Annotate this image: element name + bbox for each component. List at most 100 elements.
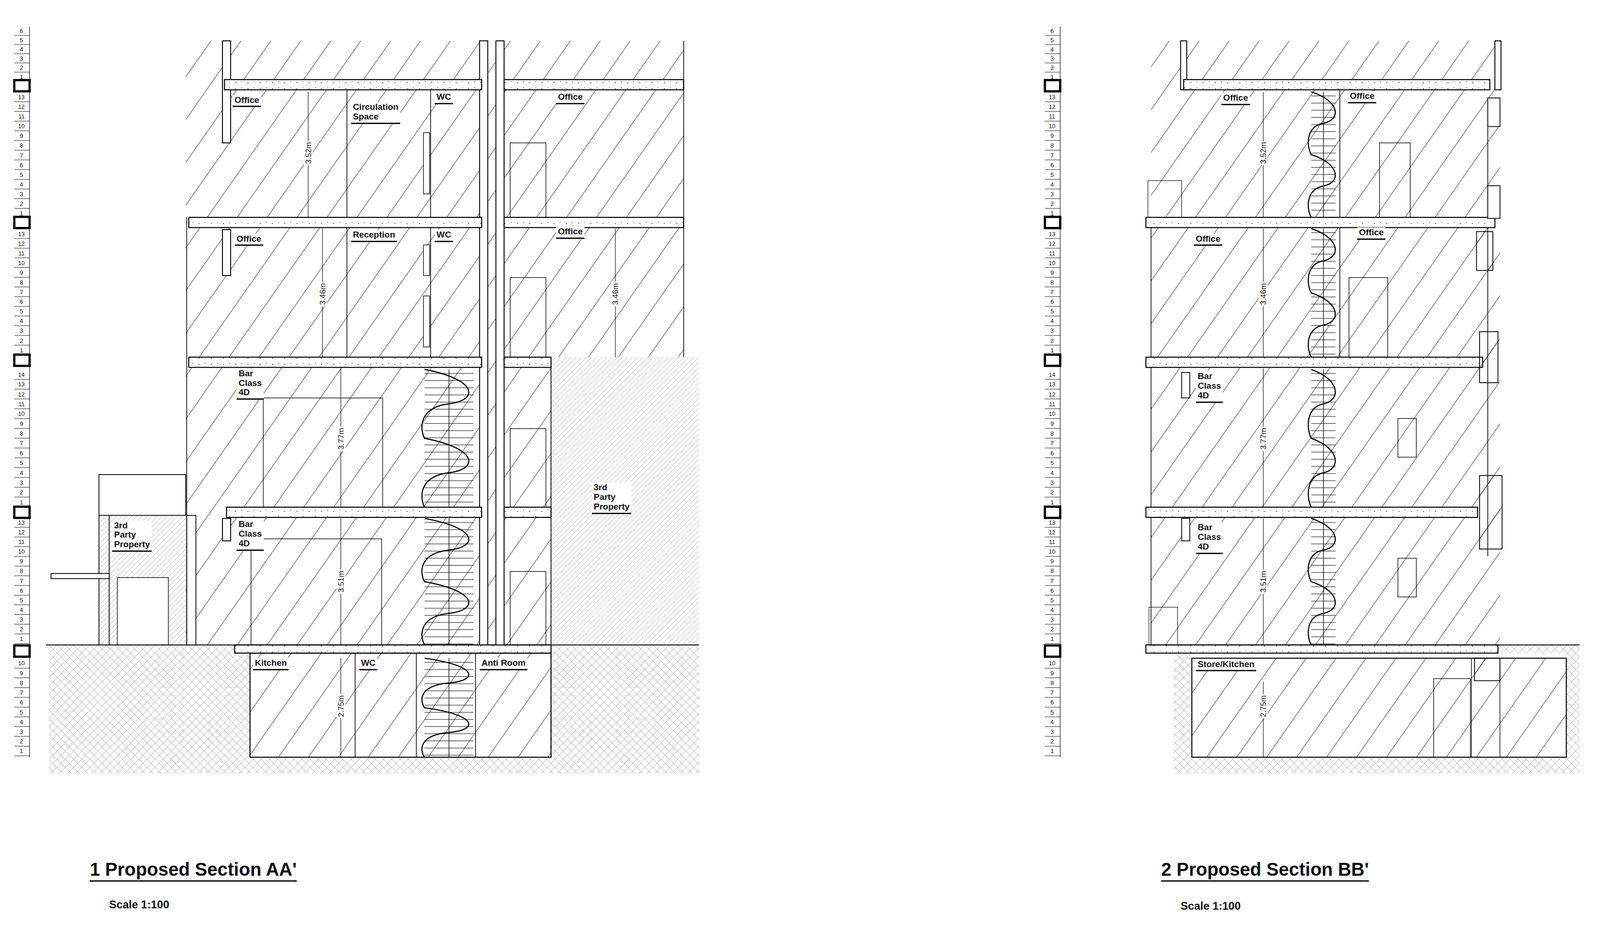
ruler-number: 10	[1048, 548, 1056, 555]
section-aa-art	[188, 357, 482, 368]
ruler-number: 8	[1050, 567, 1054, 574]
scale-ruler	[1044, 345, 1061, 346]
ruler-number: 8	[19, 567, 23, 574]
ruler-number: 5	[1050, 709, 1054, 715]
ruler-number: 11	[1049, 401, 1056, 408]
scale-ruler	[14, 277, 30, 278]
scale-ruler	[1044, 668, 1061, 669]
section-bb-art	[1147, 180, 1182, 218]
ruler-number: 4	[19, 45, 23, 52]
scale-ruler	[1044, 408, 1061, 409]
scale-ruler	[14, 208, 30, 209]
scale-ruler	[1044, 72, 1061, 73]
spiral-stair	[421, 369, 469, 508]
scale-ruler	[1044, 149, 1061, 151]
spiral-stair	[1308, 228, 1336, 358]
ruler-number: 5	[19, 596, 23, 603]
section-bb-art	[1191, 658, 1567, 758]
section-bb-art	[1151, 40, 1500, 646]
ruler-number: 10	[17, 548, 25, 555]
spiral-stair	[421, 518, 474, 645]
section-aa-art	[550, 357, 552, 645]
room-label: Reception	[351, 229, 398, 243]
ruler-number: 6	[19, 298, 23, 305]
section-bb-art	[1487, 185, 1501, 219]
scale-ruler	[14, 111, 30, 112]
scale-ruler	[14, 101, 30, 103]
scale-ruler	[1044, 179, 1061, 180]
scale-ruler	[1044, 448, 1061, 449]
section-bb-art	[1181, 372, 1191, 399]
scale-ruler	[1044, 755, 1061, 757]
scale-ruler	[14, 527, 30, 528]
room-label: Office	[556, 226, 585, 239]
section-aa-art	[98, 515, 100, 646]
scale-ruler	[1044, 388, 1061, 390]
ruler-number: 1	[1050, 635, 1054, 642]
section-bb-art	[1146, 507, 1478, 518]
scale-ruler	[14, 130, 30, 131]
scale-ruler	[1044, 62, 1061, 64]
scale-ruler	[14, 159, 30, 161]
ruler-number: 3	[19, 55, 23, 62]
ruler-number: 12	[17, 391, 25, 398]
section-aa-art	[234, 645, 551, 654]
section-aa-art	[504, 217, 684, 228]
ruler-number: 10	[1048, 123, 1056, 130]
scale-ruler	[1044, 677, 1061, 679]
spiral-stair	[1308, 91, 1336, 218]
ruler-number: 3	[19, 479, 23, 486]
scale-ruler	[14, 575, 30, 577]
section-bb-art	[1397, 418, 1417, 458]
section-aa-art	[117, 577, 169, 646]
ruler-number: 6	[1050, 587, 1054, 594]
section-bb-art	[1148, 607, 1178, 646]
ruler-number: 8	[19, 679, 23, 686]
ruler-number: 6	[1050, 699, 1054, 706]
ruler-number: 12	[17, 240, 25, 247]
scale-ruler	[1044, 736, 1061, 737]
scale-ruler	[14, 286, 30, 288]
room-label: Office	[556, 91, 585, 105]
scale-ruler	[14, 726, 30, 727]
scale-ruler	[1044, 437, 1061, 439]
ruler-number: 8	[1050, 279, 1054, 286]
ruler-number: 11	[18, 539, 25, 545]
section-bb-art	[1471, 658, 1472, 758]
scale-ruler	[1044, 398, 1061, 400]
ruler-number: 12	[1048, 240, 1056, 247]
section-bb-art	[1499, 658, 1501, 758]
scale-ruler	[14, 645, 30, 657]
ruler-number: 4	[19, 718, 23, 725]
ruler-number: 11	[1049, 113, 1056, 120]
scale-ruler	[14, 496, 30, 498]
spiral-stair	[1308, 518, 1336, 645]
section-aa-art	[354, 653, 356, 758]
ruler-number: 7	[19, 289, 23, 296]
ruler-number: 3	[19, 190, 23, 197]
ruler-number: 13	[17, 519, 25, 526]
scale-ruler	[14, 306, 30, 307]
scale-ruler	[14, 457, 30, 459]
section-aa-art	[49, 645, 700, 774]
scale-ruler	[14, 633, 30, 635]
dimension-label: 3.52m	[1259, 140, 1268, 165]
scale-ruler	[1044, 487, 1061, 488]
scale-ruler	[14, 179, 30, 180]
ruler-number: 13	[17, 230, 25, 237]
ruler-number: 4	[1050, 469, 1054, 476]
scale-ruler	[14, 755, 30, 757]
ruler-number: 9	[1050, 132, 1054, 139]
ruler-number: 7	[1050, 689, 1054, 696]
section-aa-art	[263, 397, 383, 508]
ruler-number: 3	[1050, 728, 1054, 735]
ruler-number: 6	[1050, 27, 1054, 34]
scale-ruler	[14, 149, 30, 151]
scale-ruler	[14, 267, 30, 268]
ruler-number: 12	[1048, 103, 1056, 110]
ruler-number: 10	[17, 660, 25, 667]
section-bb-art	[1146, 645, 1498, 654]
room-label: Bar Class 4D	[1196, 522, 1224, 555]
spiral-stair	[421, 658, 474, 758]
